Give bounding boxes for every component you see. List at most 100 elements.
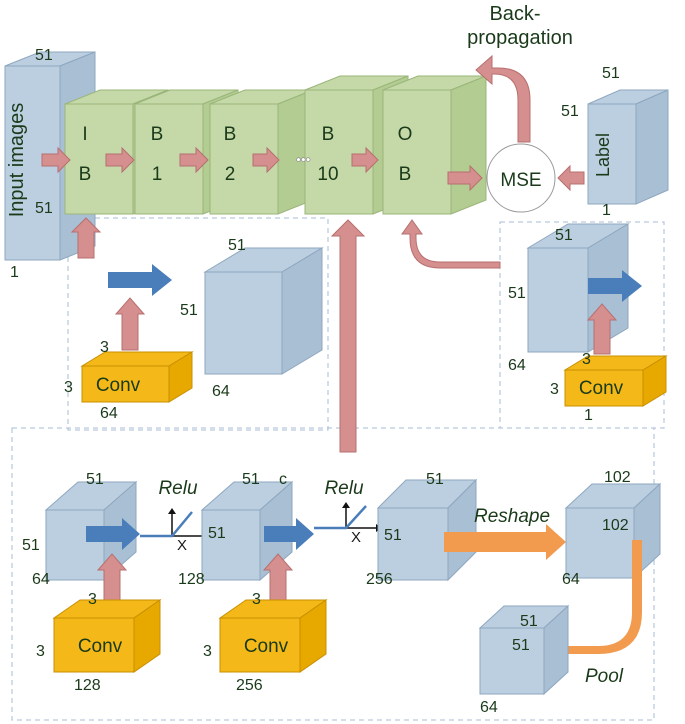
block-b1-line1: B	[151, 124, 164, 145]
block-b2-line1: B	[224, 124, 237, 145]
input-dim-side: 51	[35, 200, 53, 217]
ib-conv-block	[80, 351, 194, 403]
ib-conv-arrow	[114, 297, 146, 351]
stage2-conv-label: Conv	[244, 636, 289, 657]
ob-conv-dim-a: 3	[582, 351, 591, 368]
stage5-dim-side: 51	[512, 637, 530, 654]
label-dim-depth: 1	[602, 202, 611, 219]
ob-conv-arrow	[586, 303, 618, 355]
ob-cube-dim-depth: 64	[508, 357, 526, 374]
block-b10-line2: 10	[317, 164, 338, 185]
ob-blue-arrow	[588, 270, 642, 302]
stage3-cube	[376, 478, 478, 582]
arrow-block-detail-up	[330, 219, 366, 453]
flow-arrow-input-ib	[41, 146, 71, 174]
ib-detail-panel	[67, 217, 329, 431]
ellipsis: •••	[296, 151, 311, 167]
stage1-blue-arrow	[86, 518, 140, 550]
backprop-line1: Back-	[489, 3, 540, 25]
stage5-dim-top: 51	[520, 613, 538, 630]
block-ob	[382, 75, 487, 215]
stage2-blue-arrow	[264, 518, 314, 550]
backprop-arrow	[475, 54, 531, 143]
reshape-label: Reshape	[474, 506, 550, 527]
mse-label: MSE	[500, 170, 541, 191]
label-dim-top: 51	[602, 65, 620, 82]
stage2-relu-plot	[314, 502, 382, 532]
ob-cube-dim-top: 51	[555, 227, 573, 244]
stage2-conv-dim-c: 256	[236, 677, 263, 694]
input-dim-top: 51	[35, 47, 53, 64]
ob-cube-dim-side: 51	[508, 285, 526, 302]
block-ob-line2: B	[399, 164, 412, 185]
ib-output-cube	[203, 247, 324, 375]
flow-arrow-b10-ob	[351, 146, 379, 174]
block-ib-line1: I	[82, 124, 87, 145]
ib-conv-label: Conv	[96, 375, 141, 396]
flow-arrow-b1-b2	[179, 146, 209, 174]
ib-conv-dim-b: 3	[64, 379, 73, 396]
ib-cube-dim-depth: 64	[212, 383, 230, 400]
stage1-dim-depth: 64	[32, 571, 50, 588]
block-b1-line2: 1	[152, 164, 163, 185]
ib-cube-dim-top: 51	[228, 237, 246, 254]
block-ib-line2: B	[79, 164, 92, 185]
ib-conv-dim-a: 3	[100, 339, 109, 356]
stage2-conv-arrow	[262, 553, 294, 603]
stage5-cube	[478, 604, 570, 696]
label-cube	[587, 89, 669, 205]
stage1-conv-dim-c: 128	[74, 677, 101, 694]
stage1-conv-dim-b: 3	[36, 643, 45, 660]
arrow-ib-detail-up	[70, 217, 102, 259]
arrow-ob-detail	[401, 219, 501, 269]
stage4-dim-depth: 64	[562, 571, 580, 588]
stage2-conv-block	[218, 599, 328, 673]
block-b2-line2: 2	[225, 164, 236, 185]
input-label: Input images	[6, 103, 28, 218]
stage2-dim-side: 51	[208, 525, 226, 542]
stage1-relu-plot	[140, 508, 208, 540]
stage3-dim-side: 51	[384, 527, 402, 544]
stage5-dim-depth: 64	[480, 699, 498, 716]
block-ob-line1: O	[398, 124, 413, 145]
block-detail-panel	[11, 427, 655, 721]
stage2-conv-dim-a: 3	[252, 591, 261, 608]
stage1-relu-label: Relu	[158, 478, 198, 499]
mse-node	[486, 143, 556, 213]
ob-conv-dim-b: 3	[550, 381, 559, 398]
backprop-line2: propagation	[467, 27, 573, 49]
block-b10-line1: B	[322, 124, 335, 145]
input-dim-depth: 1	[10, 264, 19, 281]
ob-conv-dim-c: 1	[584, 407, 593, 424]
stage2-dim-top: 51	[242, 471, 260, 488]
stage4-dim-top: 102	[604, 469, 631, 486]
stage1-conv-arrow	[96, 553, 128, 603]
ob-conv-label: Conv	[579, 378, 624, 399]
flow-arrow-label-mse	[557, 164, 585, 192]
stage1-dim-side: 51	[22, 537, 40, 554]
ob-conv-block	[563, 355, 668, 407]
stage4-dim-side: 102	[602, 517, 629, 534]
label-dim-side: 51	[561, 103, 579, 120]
ib-cube-dim-side: 51	[180, 302, 198, 319]
ib-conv-dim-c: 64	[100, 405, 118, 422]
stage3-dim-top: 51	[426, 471, 444, 488]
stage2-axis-x: X	[351, 529, 361, 546]
stage1-conv-label: Conv	[78, 636, 123, 657]
label-cube-text: Label	[593, 133, 613, 177]
stage3-dim-depth: 256	[366, 571, 393, 588]
stage1-conv-dim-a: 3	[88, 591, 97, 608]
reshape-arrow	[444, 524, 566, 560]
stage2-dim-depth: 128	[178, 571, 205, 588]
stage2-relu-label: Relu	[324, 478, 364, 499]
pool-label: Pool	[585, 666, 624, 687]
stage2-dim-top-extra: c	[279, 471, 287, 488]
ib-blue-arrow	[108, 264, 172, 296]
flow-arrow-b2-dots	[252, 146, 280, 174]
stage1-dim-top: 51	[86, 471, 104, 488]
stage1-conv-block	[52, 599, 162, 673]
stage2-conv-dim-b: 3	[203, 643, 212, 660]
flow-arrow-ib-b1	[105, 146, 135, 174]
flow-arrow-ob-mse	[447, 164, 483, 192]
